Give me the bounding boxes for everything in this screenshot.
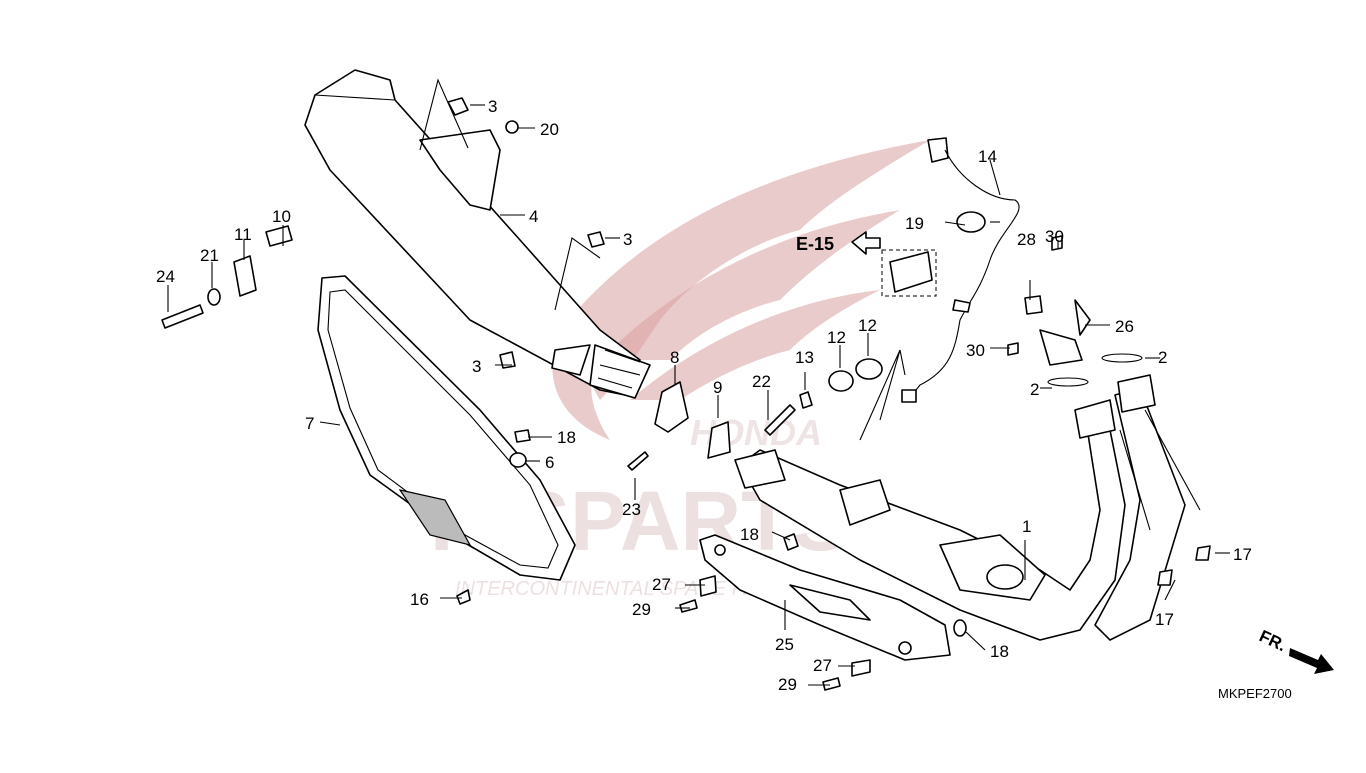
callout-11: 11 [234,225,252,244]
callout-12b: 12 [858,316,877,335]
callout-23: 23 [622,500,641,519]
callout-14: 14 [978,147,997,166]
callout-3b: 3 [623,230,632,249]
front-direction-indicator: FR. [1256,626,1334,674]
callout-17b: 17 [1155,610,1174,629]
callout-29b: 29 [778,675,797,694]
callout-26: 26 [1115,317,1134,336]
callout-22: 22 [752,372,771,391]
callout-27a: 27 [652,575,671,594]
muffler-part-4 [304,69,651,399]
callout-18a: 18 [557,428,576,447]
callout-18c: 18 [990,642,1009,661]
callout-labels: 1 2 2 3 3 3 4 6 7 8 9 10 11 12 12 13 14 … [156,97,1252,694]
callout-20: 20 [540,120,559,139]
callout-21: 21 [200,246,219,265]
muffler-protector-part-7 [317,275,576,581]
callout-17a: 17 [1233,545,1252,564]
watermark-wing-logo [552,140,930,440]
callout-16: 16 [410,590,429,609]
callout-19: 19 [905,214,924,233]
reference-label: E-15 [796,234,834,254]
callout-18b: 18 [740,525,759,544]
callout-10: 10 [272,207,291,226]
callout-25: 25 [775,635,794,654]
callout-3c: 3 [472,357,481,376]
reference-arrow-icon [851,231,881,255]
sensor-wire-part-14 [901,137,1020,403]
callout-4: 4 [529,207,538,226]
reference-box [881,249,937,297]
callout-29a: 29 [632,600,651,619]
heat-guard-part-25 [699,534,951,661]
front-arrow-icon [1289,648,1334,674]
callout-24: 24 [156,267,175,286]
callout-2a: 2 [1030,380,1039,399]
callout-2b: 2 [1158,348,1167,367]
callout-9: 9 [713,378,722,397]
callout-7: 7 [305,414,314,433]
callout-30a: 30 [1045,227,1064,246]
front-label: FR. [1256,626,1289,655]
small-parts [161,97,1211,691]
callout-8: 8 [670,348,679,367]
callout-27b: 27 [813,656,832,675]
callout-12a: 12 [827,328,846,347]
leader-lines [167,78,1230,686]
diagram-code: MKPEF2700 [1218,686,1292,701]
callout-6: 6 [545,453,554,472]
callout-30b: 30 [966,341,985,360]
callout-1: 1 [1022,517,1031,536]
callout-28: 28 [1017,230,1036,249]
callout-3a: 3 [488,97,497,116]
callout-13: 13 [795,348,814,367]
